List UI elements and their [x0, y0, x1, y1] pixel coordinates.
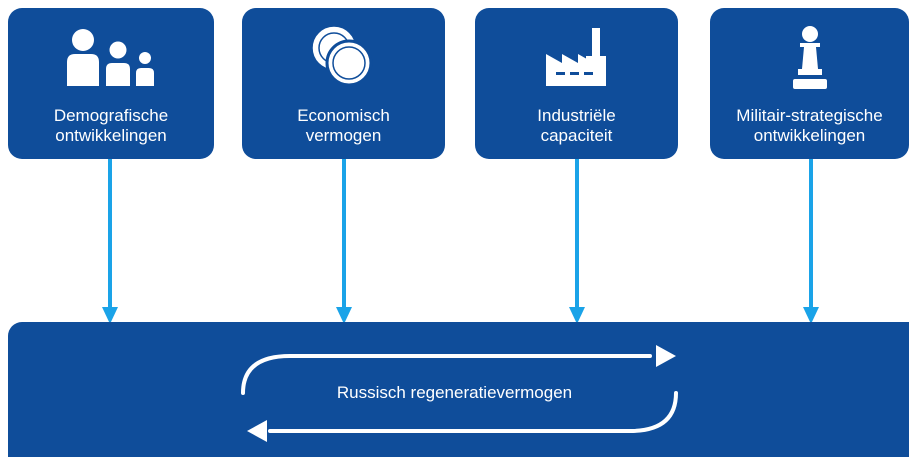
label-line-2: ontwikkelingen [55, 126, 167, 145]
connector-line [342, 159, 346, 311]
arrow-down-icon [336, 307, 352, 324]
arrow-down-icon [102, 307, 118, 324]
factory-icon [475, 22, 678, 94]
box-demografische-ontwikkelingen: Demografische ontwikkelingen [8, 8, 214, 159]
box-economisch-vermogen: Economisch vermogen [242, 8, 445, 159]
people-icon [8, 22, 214, 94]
label-line-1: Industriële [537, 106, 616, 125]
box-label: Economisch vermogen [242, 106, 445, 146]
box-label: Demografische ontwikkelingen [8, 106, 214, 146]
box-label: Industriële capaciteit [475, 106, 678, 146]
coins-icon [242, 22, 445, 94]
center-label: Russisch regeneratievermogen [336, 383, 573, 402]
chess-pawn-icon [710, 22, 909, 94]
arrow-down-icon [569, 307, 585, 324]
box-militair-strategische-ontwikkelingen: Militair-strategische ontwikkelingen [710, 8, 909, 159]
label-line-1: Militair-strategische [736, 106, 883, 125]
box-label: Militair-strategische ontwikkelingen [710, 106, 909, 146]
connector-line [809, 159, 813, 311]
label-line-2: vermogen [305, 126, 382, 145]
label-line-1: Economisch [297, 106, 390, 125]
label-line-2: ontwikkelingen [753, 126, 866, 145]
connector-line [575, 159, 579, 311]
label-line-2: capaciteit [540, 126, 613, 145]
box-industriele-capaciteit: Industriële capaciteit [475, 8, 678, 159]
regeneration-panel [8, 322, 909, 457]
arrow-down-icon [803, 307, 819, 324]
connector-line [108, 159, 112, 311]
label-line-1: Demografische [53, 106, 169, 125]
